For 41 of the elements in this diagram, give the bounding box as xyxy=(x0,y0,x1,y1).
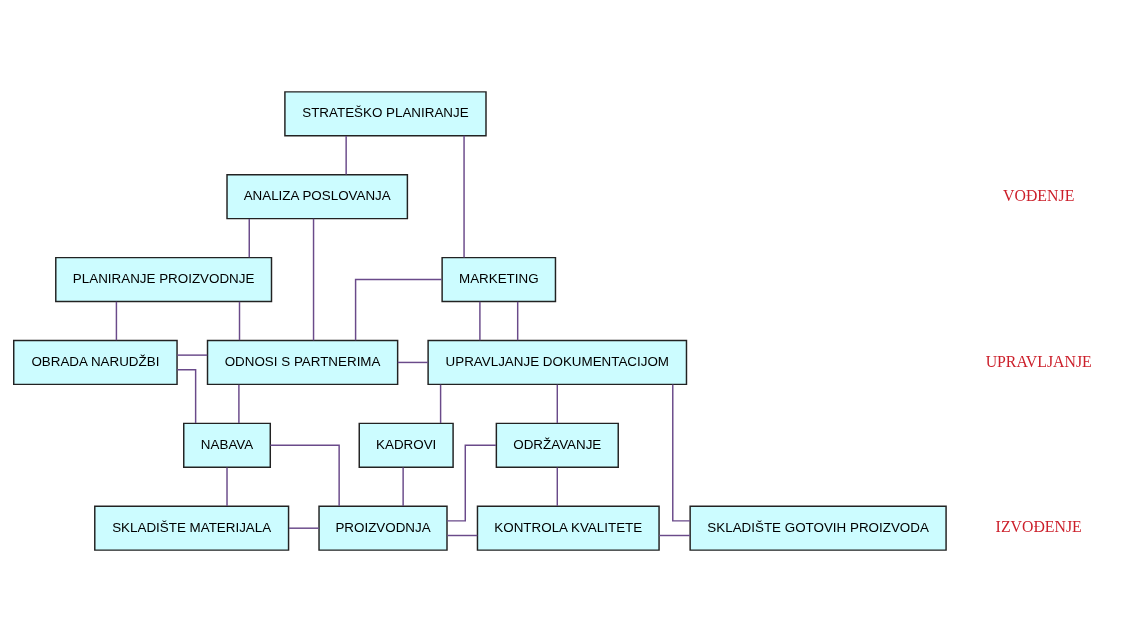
label: VOĐENJE xyxy=(1003,186,1075,204)
node-box: ANALIZA POSLOVANJA xyxy=(226,173,409,219)
node-box: NABAVA xyxy=(183,422,271,468)
connector xyxy=(446,534,479,536)
node-box: UPRAVLJANJE DOKUMENTACIJOM xyxy=(427,339,688,385)
connector xyxy=(556,466,559,507)
connector xyxy=(446,444,497,522)
connector xyxy=(269,444,340,507)
connector xyxy=(226,466,228,507)
node-box: KONTROLA KVALITETE xyxy=(476,505,660,551)
node-box: STRATEŠKO PLANIRANJE xyxy=(284,90,487,136)
node-box: ODNOSI S PARTNERIMA xyxy=(206,339,399,385)
connector xyxy=(176,353,208,356)
connector xyxy=(354,278,443,341)
label: UPRAVLJANJE xyxy=(985,352,1092,370)
connector xyxy=(397,361,429,363)
connector xyxy=(312,217,315,341)
connector xyxy=(672,383,691,522)
node-box: PLANIRANJE PROIZVODNJE xyxy=(55,256,273,302)
node-box: PROIZVODNJA xyxy=(318,505,448,551)
node-box: SKLADIŠTE GOTOVIH PROIZVODA xyxy=(689,505,947,551)
node-box: OBRADA NARUDŽBI xyxy=(13,339,178,385)
connector xyxy=(402,466,404,507)
connector xyxy=(345,134,347,175)
node-box: ODRŽAVANJE xyxy=(495,422,619,468)
connector xyxy=(238,383,240,424)
connector xyxy=(516,300,519,341)
label: IZVOĐENJE xyxy=(995,517,1082,535)
connector xyxy=(176,368,197,424)
node-box: KADROVI xyxy=(358,422,454,468)
connector xyxy=(248,217,250,258)
connector xyxy=(463,134,465,258)
connector xyxy=(439,383,442,424)
connector xyxy=(556,383,559,424)
node-box: MARKETING xyxy=(441,256,557,302)
connector xyxy=(115,300,118,341)
connector xyxy=(479,300,481,341)
connector xyxy=(238,300,241,341)
connector xyxy=(288,526,320,529)
connector xyxy=(658,534,691,536)
node-box: SKLADIŠTE MATERIJALA xyxy=(94,505,290,551)
